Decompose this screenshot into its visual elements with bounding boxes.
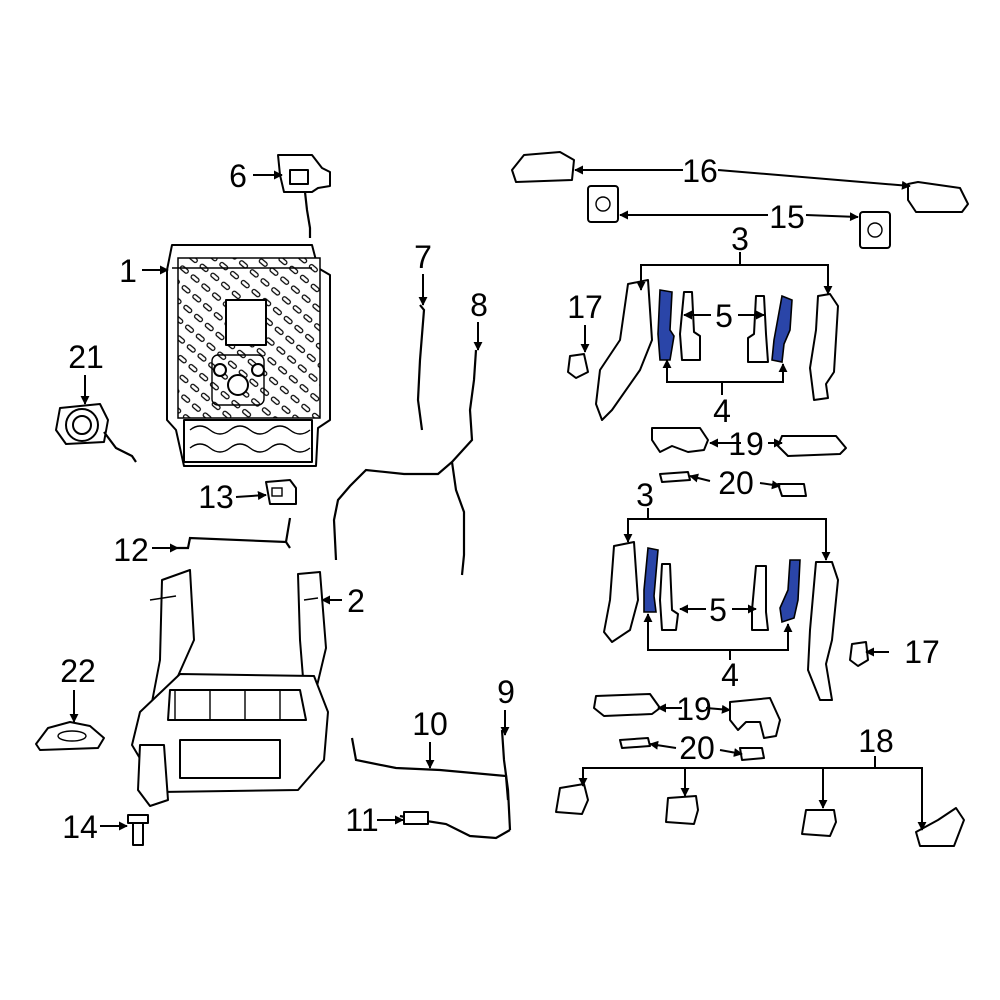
callout-5: 5 bbox=[715, 298, 733, 334]
seat-cushion-frame bbox=[131, 569, 329, 807]
callout-labels: 1 2 3 3 4 4 5 5 6 7 8 9 10 11 12 13 14 1… bbox=[60, 153, 940, 845]
callout-21: 21 bbox=[68, 339, 104, 375]
callout-14: 14 bbox=[62, 809, 98, 845]
callout-6: 6 bbox=[229, 158, 247, 194]
bolster-group-lower bbox=[603, 541, 839, 701]
callout-4: 4 bbox=[713, 393, 731, 429]
callout-22: 22 bbox=[60, 653, 96, 689]
bolt-14 bbox=[127, 814, 149, 846]
handle-19-lower bbox=[593, 693, 781, 739]
callout-5: 5 bbox=[709, 592, 727, 628]
clip-20-upper bbox=[659, 471, 807, 497]
callout-12: 12 bbox=[113, 532, 149, 568]
callout-17: 17 bbox=[904, 634, 940, 670]
latch-part bbox=[277, 154, 331, 238]
callout-3: 3 bbox=[636, 477, 654, 513]
cable-11-connector bbox=[403, 811, 429, 825]
mount-22 bbox=[35, 721, 105, 751]
harness-8 bbox=[332, 349, 478, 576]
pad-15 bbox=[587, 185, 891, 249]
cable-7 bbox=[416, 304, 426, 431]
callout-11: 11 bbox=[345, 802, 378, 838]
callout-10: 10 bbox=[412, 706, 448, 742]
rod-12 bbox=[176, 517, 292, 550]
clip-17-upper bbox=[567, 353, 589, 379]
bolster-group-upper bbox=[595, 279, 839, 421]
clip-17-lower bbox=[849, 641, 869, 667]
callout-20: 20 bbox=[718, 465, 754, 501]
callout-3: 3 bbox=[731, 221, 749, 257]
callout-16: 16 bbox=[682, 153, 718, 189]
callout-19: 19 bbox=[728, 426, 764, 462]
covers-18 bbox=[555, 783, 965, 847]
callout-20: 20 bbox=[679, 730, 715, 766]
callout-17: 17 bbox=[567, 289, 603, 325]
callout-13: 13 bbox=[198, 479, 234, 515]
cable-9 bbox=[500, 729, 512, 831]
callout-15: 15 bbox=[769, 199, 805, 235]
callout-1: 1 bbox=[119, 253, 137, 289]
leader-lines bbox=[69, 165, 927, 831]
callout-7: 7 bbox=[414, 239, 432, 275]
seat-back-frame bbox=[166, 244, 331, 467]
callout-2: 2 bbox=[347, 583, 365, 619]
bracket-13 bbox=[265, 479, 297, 505]
callout-4: 4 bbox=[721, 657, 739, 693]
callout-9: 9 bbox=[497, 674, 515, 710]
callout-8: 8 bbox=[470, 287, 488, 323]
cable-reel-part bbox=[55, 403, 137, 463]
callout-19: 19 bbox=[676, 691, 712, 727]
trim-16 bbox=[511, 151, 969, 213]
callout-18: 18 bbox=[858, 723, 894, 759]
